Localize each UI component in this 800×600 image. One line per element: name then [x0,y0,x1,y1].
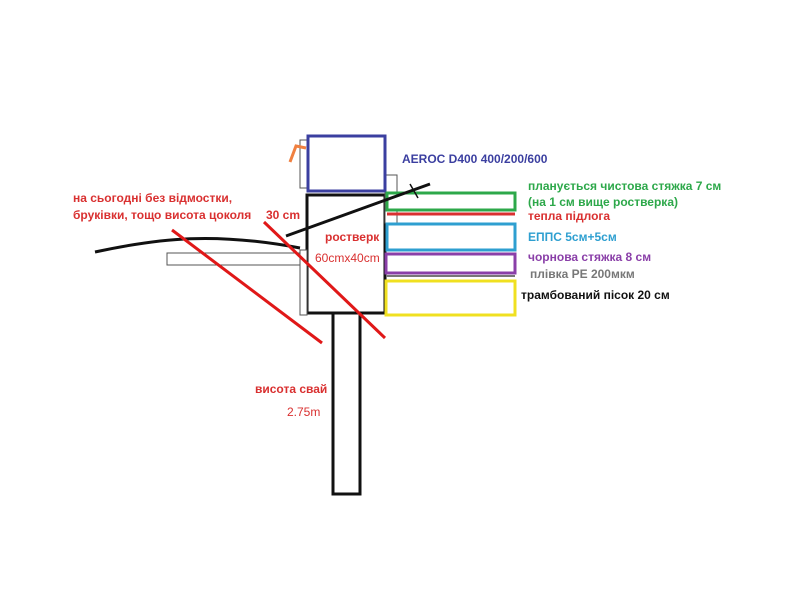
grillage-label: ростверк [325,230,380,244]
ground-line [94,236,301,254]
left-note-line-2: бруківки, тощо висота цоколя [73,208,252,222]
pile-height-value: 2.75m [287,405,321,419]
warm-floor-label: тепла підлога [528,209,611,223]
layer-epps [385,222,517,252]
pile [331,311,362,496]
cross-line-1 [171,228,323,345]
layer-screed-rough [384,252,517,275]
aeroc-label: AEROC D400 400/200/600 [402,152,548,166]
cross-line-2 [262,220,387,340]
screed-rough-label: чорнова стяжка 8 см [528,250,652,264]
epps-label: ЕППС 5см+5см [528,230,617,244]
aeroc-block [306,134,387,193]
dimension-tick [409,183,419,199]
grillage-size-label: 60cmx40cm [315,251,380,265]
slab-left [166,252,301,266]
pe-film-label: плівка PE 200мкм [530,267,635,281]
sand-label: трамбований пісок 20 см [521,288,670,302]
layer-sand [384,279,517,317]
screed-finish-note: (на 1 см вище ростверка) [528,195,678,209]
plinth-height-label: 30 cm [266,208,301,222]
left-note-line-1: на сьогодні без відмостки, [73,191,233,205]
pile-height-label: висота свай [255,382,328,396]
left-plate [299,249,308,316]
layer-screed-finish [385,191,517,212]
orange-arrow [288,144,307,163]
dimension-line [285,182,431,238]
screed-finish-label: планується чистова стяжка 7 см [528,179,722,193]
